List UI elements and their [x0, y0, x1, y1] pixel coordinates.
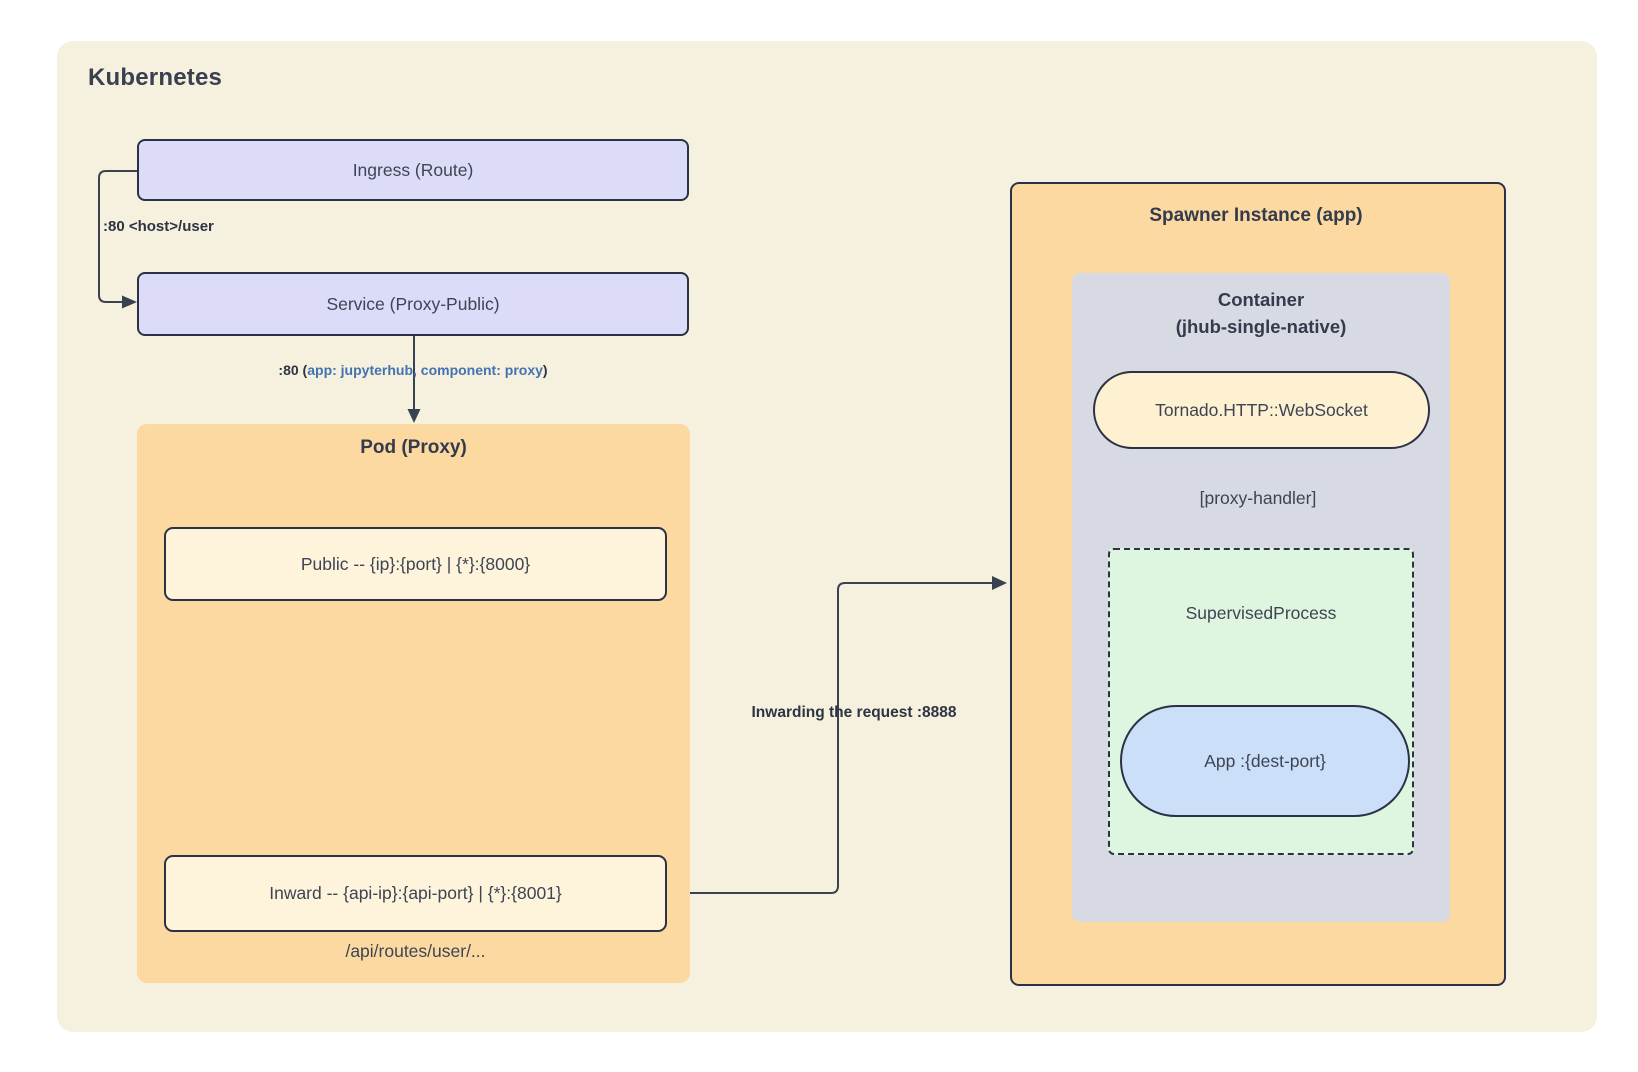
edge-label-host-port: :80 <host>/user: [103, 218, 214, 235]
app-dest-port-node: App :{dest-port}: [1120, 705, 1410, 817]
selector-prefix: :80 (: [278, 362, 308, 378]
selector-suffix: ): [542, 362, 548, 378]
inward-endpoint-label: Inward -- {api-ip}:{api-port} | {*}:{800…: [269, 883, 562, 903]
edge-label-inwarding-request: Inwarding the request :8888: [751, 704, 957, 721]
diagram-title: Kubernetes: [88, 64, 223, 91]
app-dest-port-label: App :{dest-port}: [1204, 750, 1326, 771]
ingress-node: Ingress (Route): [137, 139, 689, 201]
edge-label-selector: :80 (app: jupyterhub, component: proxy): [278, 362, 547, 378]
proxy-handler-label: [proxy-handler]: [1199, 488, 1317, 508]
container-title-line1: Container: [1217, 289, 1305, 310]
tornado-websocket-node: Tornado.HTTP::WebSocket: [1093, 371, 1430, 449]
container-title: Container (jhub-single-native): [1072, 286, 1450, 340]
selector-blue-text: app: jupyterhub, component: proxy: [307, 362, 543, 378]
public-endpoint-node: Public -- {ip}:{port} | {*}:{8000}: [164, 527, 667, 601]
service-node: Service (Proxy-Public): [137, 272, 689, 336]
ingress-label: Ingress (Route): [352, 159, 474, 180]
inward-endpoint-node: Inward -- {api-ip}:{api-port} | {*}:{800…: [164, 855, 667, 932]
container-title-line2: (jhub-single-native): [1175, 316, 1347, 337]
spawner-instance-title: Spawner Instance (app): [1149, 205, 1363, 226]
supervised-process-label: SupervisedProcess: [1185, 603, 1337, 623]
service-label: Service (Proxy-Public): [326, 293, 500, 314]
tornado-websocket-label: Tornado.HTTP::WebSocket: [1155, 399, 1368, 420]
public-endpoint-label: Public -- {ip}:{port} | {*}:{8000}: [300, 553, 531, 574]
pod-proxy-title: Pod (Proxy): [360, 437, 467, 458]
api-routes-note: /api/routes/user/...: [345, 941, 486, 961]
